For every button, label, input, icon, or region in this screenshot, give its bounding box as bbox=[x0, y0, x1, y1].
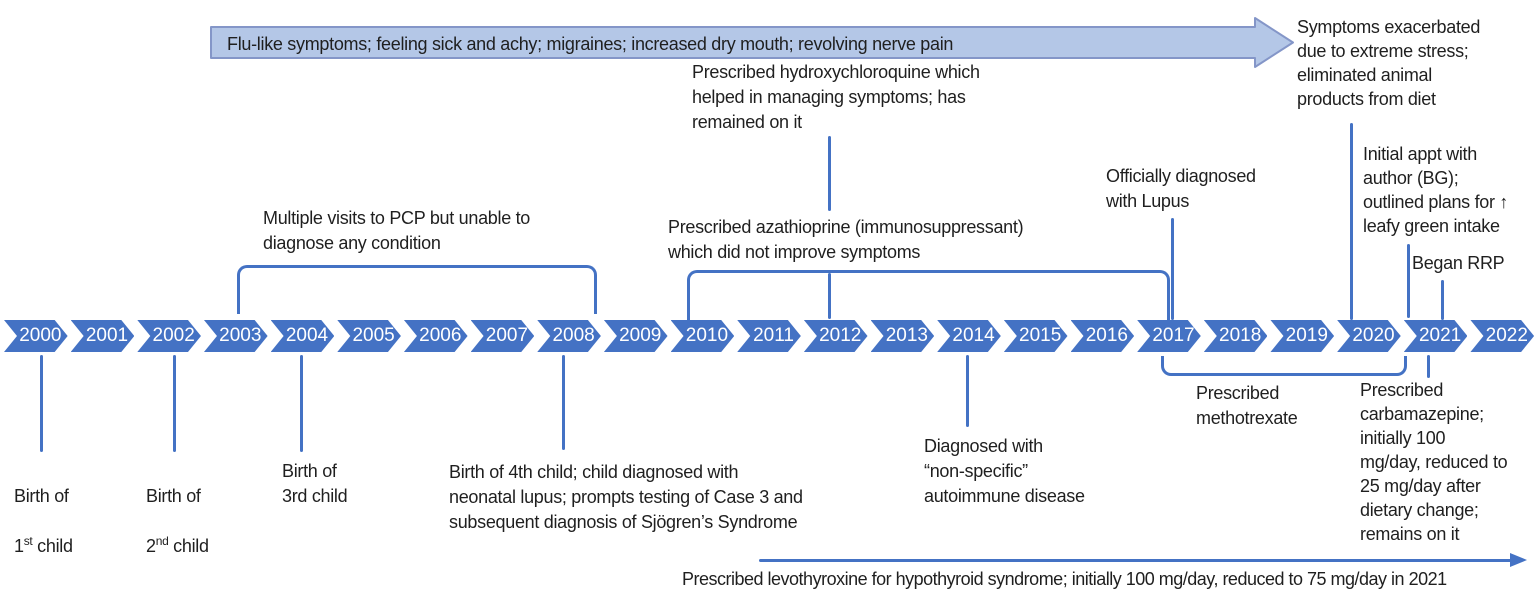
pcp-annotation: Multiple visits to PCP but unable to dia… bbox=[263, 208, 531, 253]
year-chevron: 2017 bbox=[1137, 320, 1201, 352]
initial-appt-annotation: Initial appt with author (BG); outlined … bbox=[1363, 144, 1509, 236]
year-chevron: 2015 bbox=[1004, 320, 1068, 352]
year-chevron: 2000 bbox=[4, 320, 68, 352]
birth-4th-child-annotation: Birth of 4th child; child diagnosed with… bbox=[449, 462, 803, 532]
year-chevron: 2009 bbox=[604, 320, 668, 352]
timeline-band: 2000 2001 2002 2003 2004 2005 2006 2007 … bbox=[4, 320, 1534, 352]
symptoms-banner-arrow bbox=[210, 17, 1294, 68]
year-chevron: 2005 bbox=[337, 320, 401, 352]
methotrexate-annotation: Prescribed methotrexate bbox=[1196, 383, 1298, 428]
year-chevron: 2012 bbox=[804, 320, 868, 352]
birth1-connector-line bbox=[40, 355, 43, 452]
birth4-connector-line bbox=[562, 355, 565, 450]
year-chevron: 2022 bbox=[1470, 320, 1534, 352]
year-chevron: 2006 bbox=[404, 320, 468, 352]
birth-1st-child-annotation: Birth of 1st child bbox=[14, 459, 73, 559]
year-chevron: 2002 bbox=[137, 320, 201, 352]
year-chevron: 2018 bbox=[1204, 320, 1268, 352]
pcp-bracket-2003-2008 bbox=[237, 265, 597, 314]
hydroxychloroquine-connector-line bbox=[828, 136, 831, 211]
birth2-number: 2 bbox=[146, 536, 156, 556]
carbamazepine-annotation: Prescribed carbamazepine; initially 100 … bbox=[1360, 380, 1508, 544]
birth-3rd-child-annotation: Birth of 3rd child bbox=[282, 461, 348, 506]
year-chevron: 2008 bbox=[537, 320, 601, 352]
symptoms-banner-label: Flu-like symptoms; feeling sick and achy… bbox=[227, 34, 954, 54]
autoimmune-connector-line bbox=[966, 355, 969, 427]
birth3-connector-line bbox=[300, 355, 303, 452]
year-chevron: 2016 bbox=[1071, 320, 1135, 352]
azathioprine-bracket-stem bbox=[828, 273, 831, 319]
year-chevron: 2013 bbox=[871, 320, 935, 352]
levothyroxine-arrow-line bbox=[759, 559, 1513, 562]
methotrexate-bracket-2017-2021 bbox=[1161, 356, 1407, 376]
azathioprine-bracket-2010-2017 bbox=[687, 270, 1170, 322]
birth2-connector-line bbox=[173, 355, 176, 452]
autoimmune-annotation: Diagnosed with “non-specific” autoimmune… bbox=[924, 436, 1085, 506]
year-chevron: 2007 bbox=[471, 320, 535, 352]
year-chevron: 2021 bbox=[1404, 320, 1468, 352]
stress-connector-line bbox=[1350, 123, 1353, 320]
levothyroxine-arrow-head bbox=[1510, 553, 1527, 567]
carbamazepine-connector-line bbox=[1427, 355, 1430, 378]
birth-2nd-child-annotation: Birth of 2nd child bbox=[146, 459, 209, 559]
year-chevron: 2014 bbox=[937, 320, 1001, 352]
birth1-number: 1 bbox=[14, 536, 24, 556]
birth2-text: Birth of bbox=[146, 486, 201, 506]
azathioprine-annotation: Prescribed azathioprine (immunosuppressa… bbox=[668, 217, 1024, 262]
year-chevron: 2004 bbox=[271, 320, 335, 352]
birth2-ordinal: nd bbox=[155, 534, 169, 548]
year-chevron: 2010 bbox=[671, 320, 735, 352]
initial-appt-connector-line bbox=[1407, 244, 1410, 318]
year-chevron: 2020 bbox=[1337, 320, 1401, 352]
rrp-annotation: Began RRP bbox=[1412, 253, 1505, 273]
year-chevron: 2001 bbox=[71, 320, 135, 352]
birth1-rest: child bbox=[32, 536, 73, 556]
year-chevron: 2011 bbox=[737, 320, 801, 352]
lupus-annotation: Officially diagnosed with Lupus bbox=[1106, 166, 1256, 211]
year-chevron: 2019 bbox=[1270, 320, 1334, 352]
birth2-rest: child bbox=[168, 536, 209, 556]
birth1-ordinal: st bbox=[23, 534, 33, 548]
birth1-text: Birth of bbox=[14, 486, 69, 506]
rrp-connector-line bbox=[1441, 280, 1444, 320]
levothyroxine-annotation: Prescribed levothyroxine for hypothyroid… bbox=[682, 569, 1447, 589]
hydroxychloroquine-annotation: Prescribed hydroxychloroquine which help… bbox=[692, 62, 980, 132]
stress-annotation: Symptoms exacerbated due to extreme stre… bbox=[1297, 17, 1481, 109]
lupus-connector-line bbox=[1171, 218, 1174, 320]
year-chevron: 2003 bbox=[204, 320, 268, 352]
